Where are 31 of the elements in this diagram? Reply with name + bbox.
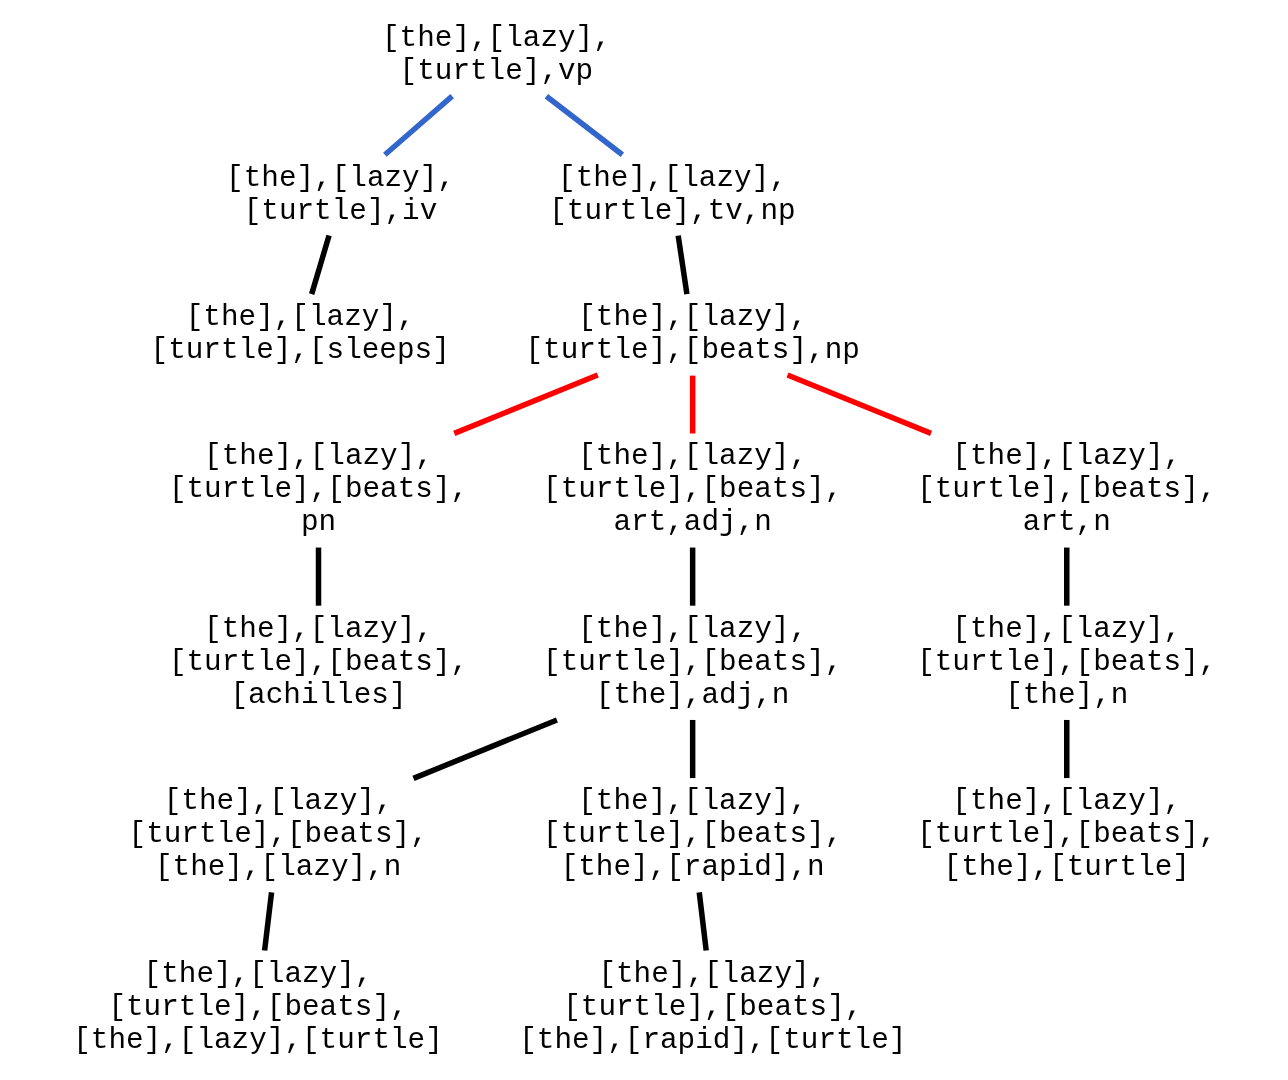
node-text: [the],[lazy], [turtle],vp xyxy=(381,22,611,89)
node-text: [the],[lazy], [turtle],[beats], [the],adj,n xyxy=(542,612,842,712)
node-text: [the],[lazy], [turtle],[beats], [the],[lazy],[turtle] xyxy=(72,957,443,1057)
node-text: [the],[lazy], [turtle],[beats], [the],[lazy],n xyxy=(128,785,428,885)
connector xyxy=(308,234,332,295)
node-text: [the],[lazy], [turtle],[beats], pn xyxy=(168,440,468,540)
connector xyxy=(544,94,624,157)
connector xyxy=(261,892,274,951)
connector xyxy=(689,719,695,779)
node-text: [the],[lazy], [turtle],[sleeps] xyxy=(150,301,450,368)
connector xyxy=(689,375,695,434)
connector xyxy=(786,372,932,436)
connector xyxy=(696,892,709,951)
connector xyxy=(674,235,690,295)
connector xyxy=(689,547,695,606)
node-text: [the],[lazy], [turtle],tv,np xyxy=(548,161,796,228)
node-text: [the],[lazy], [turtle],[beats], [the],[turtle] xyxy=(916,785,1216,885)
connector xyxy=(452,372,599,436)
connector xyxy=(411,717,558,781)
node-text: [the],[lazy], [turtle],[beats], [the],[rapid],[turtle] xyxy=(518,957,906,1057)
node-text: [the],[lazy], [turtle],[beats], art,adj,n xyxy=(542,440,842,540)
connector xyxy=(1063,719,1069,779)
node-text: [the],[lazy], [turtle],iv xyxy=(225,161,455,228)
connector xyxy=(315,547,321,606)
node-text: [the],[lazy], [turtle],[beats], [the],[rapid],n xyxy=(542,785,842,885)
node-text: [the],[lazy], [turtle],[beats],np xyxy=(524,301,860,368)
node-text: [the],[lazy], [turtle],[beats], [the],n xyxy=(916,612,1216,712)
connector xyxy=(1063,547,1069,606)
connector xyxy=(382,94,454,157)
node-text: [the],[lazy], [turtle],[beats], [achilles] xyxy=(168,612,468,712)
node-text: [the],[lazy], [turtle],[beats], art,n xyxy=(916,440,1216,540)
